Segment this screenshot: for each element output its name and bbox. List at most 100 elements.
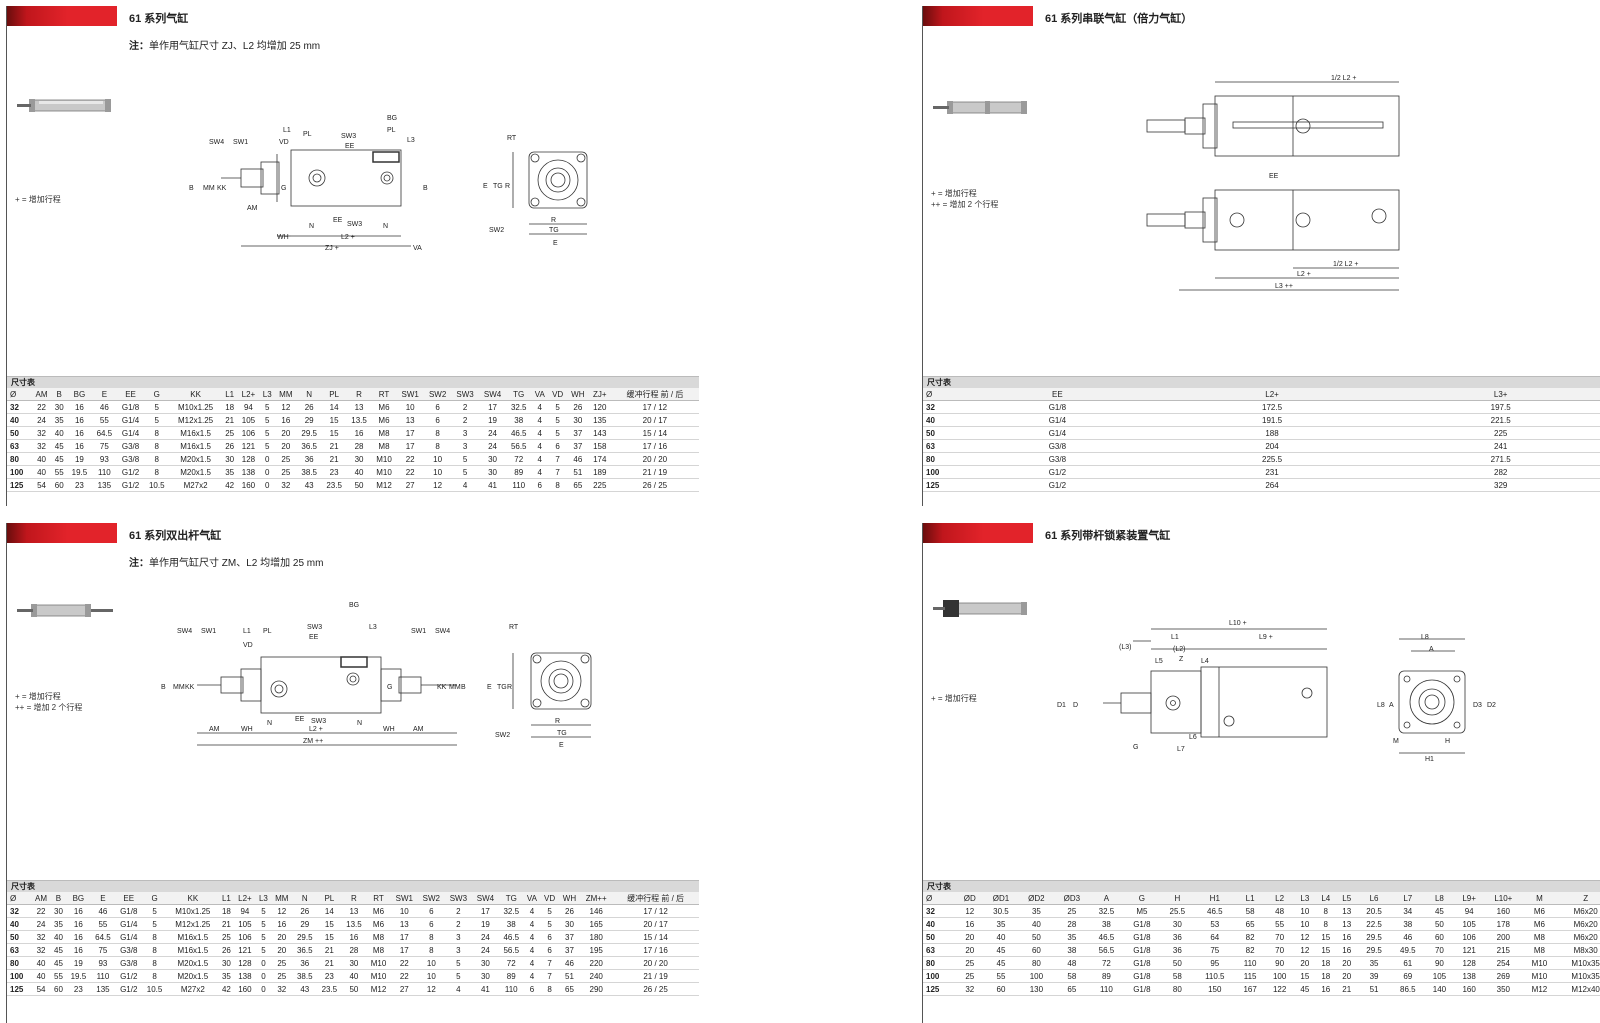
- table-cell: 5: [255, 930, 272, 944]
- table-cell: 20 / 17: [612, 917, 699, 931]
- dim-label: L1: [243, 628, 251, 635]
- table-title: 尺寸表: [923, 376, 1600, 388]
- column-header: SW2: [423, 388, 452, 401]
- dim-label: E: [487, 684, 492, 691]
- table-cell: 6: [540, 930, 559, 944]
- dim-label: EE: [1269, 173, 1279, 180]
- table-cell: M16x1.5: [166, 930, 219, 944]
- table-cell: 18: [221, 400, 238, 414]
- table-cell: 15: [1315, 943, 1337, 957]
- table-cell: 28: [1054, 917, 1090, 931]
- table-cell: 2: [451, 413, 479, 427]
- table-cell: 32: [274, 478, 297, 492]
- table-cell: 2: [444, 904, 472, 918]
- table-cell: 16: [1315, 982, 1337, 996]
- table-cell: 16: [66, 943, 91, 957]
- table-cell: 69: [1390, 969, 1425, 983]
- table-cell: 55: [1264, 917, 1295, 931]
- table-cell: 28: [341, 943, 367, 957]
- table-cell: 45: [983, 943, 1019, 957]
- column-header: WH: [558, 892, 581, 905]
- column-header: B: [50, 892, 67, 905]
- table-cell: 10: [417, 969, 445, 983]
- table-cell: 19: [471, 917, 499, 931]
- table-cell: 21: [321, 439, 347, 453]
- column-header: L1: [221, 388, 238, 401]
- table-cell: 8: [144, 426, 170, 440]
- table-cell: 221.5: [1386, 413, 1600, 427]
- table-cell: 36.5: [292, 943, 318, 957]
- table-cell: 46: [1390, 930, 1425, 944]
- dim-label: L9 +: [1259, 634, 1273, 641]
- table-cell: 93: [90, 956, 116, 970]
- note-text: 单作用气缸尺寸 ZJ、L2 均增加 25 mm: [149, 41, 321, 52]
- column-header: ØD3: [1054, 892, 1090, 905]
- table-cell: 195: [580, 943, 613, 957]
- table-cell: 4: [531, 439, 549, 453]
- dim-label: L3: [407, 137, 415, 144]
- legend-item: ++ = 增加 2 个行程: [15, 703, 83, 712]
- dim-label: (L3): [1119, 644, 1131, 651]
- table-cell: 35: [218, 969, 235, 983]
- column-header: ØD2: [1018, 892, 1055, 905]
- table-cell: 14: [321, 400, 347, 414]
- table-cell: 6: [423, 400, 452, 414]
- table-cell: 241: [1386, 439, 1600, 453]
- table-cell: 23: [66, 478, 92, 492]
- table-cell: 8: [1315, 904, 1337, 918]
- table-cell: 40: [31, 969, 51, 983]
- table-cell: 8: [548, 478, 567, 492]
- table-cell: 41: [478, 478, 507, 492]
- column-header: M: [1522, 892, 1557, 905]
- table-cell: 50: [346, 478, 372, 492]
- table-cell: 19: [478, 413, 507, 427]
- table-cell: 24: [471, 930, 499, 944]
- table-cell: 5: [444, 956, 472, 970]
- table-cell: 6: [531, 478, 549, 492]
- bore-size-cell: 100: [923, 465, 957, 479]
- table-cell: 50: [1424, 917, 1455, 931]
- table-cell: 10: [423, 465, 452, 479]
- dim-label: SW3: [311, 718, 326, 725]
- column-header: MM: [271, 892, 293, 905]
- column-header: Z: [1556, 892, 1600, 905]
- column-header: KK: [166, 892, 219, 905]
- dim-label: E: [553, 240, 558, 247]
- table-cell: G1/8: [116, 400, 145, 414]
- bore-size-cell: 100: [7, 465, 32, 479]
- technical-drawing-tandem: 1/2 L2 + EE 1/2 L2 + L2 + L3 ++: [1146, 75, 1400, 291]
- table-cell: 14: [317, 904, 342, 918]
- table-cell: 26 / 25: [612, 982, 699, 996]
- table-cell: 160: [1484, 904, 1523, 918]
- table-cell: 5: [259, 439, 275, 453]
- table-cell: 8: [144, 439, 170, 453]
- table-cell: 13: [390, 917, 418, 931]
- table-cell: G1/4: [116, 426, 145, 440]
- table-cell: 4: [523, 969, 541, 983]
- bore-size-cell: 40: [923, 413, 957, 427]
- dim-label: L2 +: [1297, 271, 1311, 278]
- table-cell: 24: [471, 943, 499, 957]
- table-cell: 21: [1336, 982, 1358, 996]
- table-cell: 51: [1357, 982, 1391, 996]
- table-cell: 106: [234, 930, 256, 944]
- table-cell: 350: [1484, 982, 1523, 996]
- table-cell: M10: [1522, 969, 1557, 983]
- table-cell: 8: [417, 930, 445, 944]
- dim-label: R: [505, 183, 510, 190]
- column-header: Ø: [923, 892, 957, 905]
- column-header: B: [51, 388, 67, 401]
- table-cell: 36: [292, 956, 318, 970]
- dim-label: Z: [1179, 656, 1184, 663]
- dimension-table: 尺寸表 Ø AM B BG E EE G KK L1 L2+ L3 MM N P…: [7, 376, 699, 492]
- note-label: 注：: [129, 41, 149, 52]
- table-cell: 8: [142, 930, 167, 944]
- table-cell: 40: [50, 930, 67, 944]
- column-header: PL: [317, 892, 342, 905]
- table-cell: 36: [1160, 943, 1195, 957]
- table-cell: 16: [1336, 943, 1358, 957]
